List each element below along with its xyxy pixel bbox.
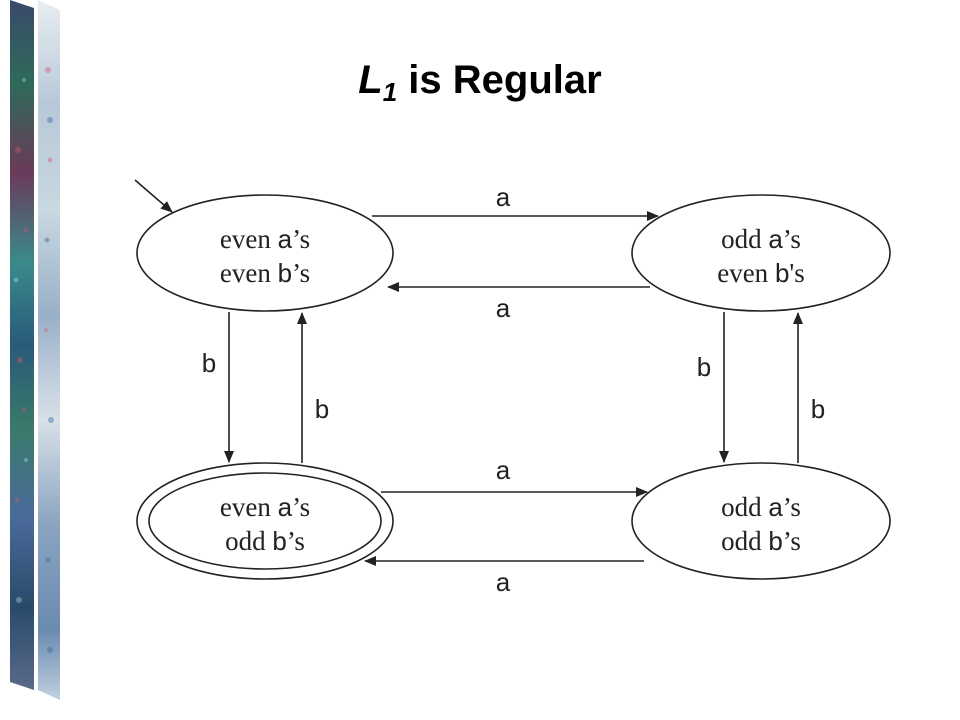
title-letter: L <box>358 58 383 102</box>
state-label-line2: even b’s <box>220 258 310 288</box>
state-label-line1: even a’s <box>220 492 310 522</box>
transition-label: b <box>811 394 825 424</box>
transition-label: b <box>697 352 711 382</box>
state-label-line2: odd b’s <box>721 526 801 556</box>
decorative-stripe-right <box>38 0 60 700</box>
state-suffix: ’s <box>292 224 310 254</box>
state-label-line2: even b's <box>717 258 805 288</box>
state-word: odd <box>721 492 768 522</box>
state-symbol: b <box>278 258 292 288</box>
state-word: odd <box>721 224 768 254</box>
state-symbol: a <box>768 492 783 522</box>
state-ellipse <box>631 462 891 580</box>
state-word: even <box>220 492 278 522</box>
state-symbol: a <box>278 224 293 254</box>
transition-label: a <box>496 567 511 597</box>
state-label-line1: even a’s <box>220 224 310 254</box>
state-symbol: a <box>278 492 293 522</box>
decorative-stripe-left <box>10 0 34 690</box>
state-word: odd <box>225 526 272 556</box>
state-suffix: ’s <box>287 526 305 556</box>
state-word: odd <box>721 526 768 556</box>
state-suffix: ’s <box>783 224 801 254</box>
state-label-line1: odd a’s <box>721 492 801 522</box>
slide-title: L1 is Regular <box>0 58 960 108</box>
state-word: even <box>717 258 775 288</box>
transition-label: b <box>202 348 216 378</box>
state-suffix: ’s <box>783 492 801 522</box>
state-label-line2: odd b’s <box>225 526 305 556</box>
state-suffix: ’s <box>292 492 310 522</box>
state-label-line1: odd a’s <box>721 224 801 254</box>
state-symbol: b <box>768 526 782 556</box>
state-ellipse <box>136 462 394 580</box>
state-ellipse <box>631 194 891 312</box>
title-subscript: 1 <box>382 77 398 107</box>
transition-label: a <box>496 293 511 323</box>
state-symbol: b <box>775 258 789 288</box>
transition-label: a <box>496 182 511 212</box>
state-word: even <box>220 258 278 288</box>
transitions-layer <box>224 211 803 566</box>
transition-label: a <box>496 455 511 485</box>
state-s_oa_eb: odd a’s even b's <box>631 194 891 312</box>
start-arrow <box>134 179 173 213</box>
transition-label: b <box>315 394 329 424</box>
state-ellipse <box>136 194 394 312</box>
state-suffix: 's <box>789 258 804 288</box>
state-word: even <box>220 224 278 254</box>
state-suffix: ’s <box>783 526 801 556</box>
state-suffix: ’s <box>292 258 310 288</box>
accepting-ring <box>148 472 382 570</box>
state-symbol: a <box>768 224 783 254</box>
title-rest: is Regular <box>397 58 602 102</box>
state-symbol: b <box>272 526 286 556</box>
